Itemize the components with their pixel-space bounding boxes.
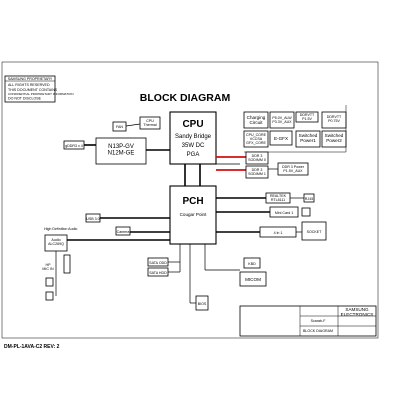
company-info-line-1: ALL RIGHTS RESERVED (8, 83, 50, 87)
cpu-line-3: PGA (187, 152, 200, 158)
company-info-title: SAMSUNG PROPRIETARY (8, 77, 53, 81)
usb3-label: USB 3.0 (86, 217, 99, 221)
minicard-label: Mini Card 1 (275, 211, 293, 215)
hd-audio-label: High Definition Audio (44, 227, 77, 231)
company-info-box: SAMSUNG PROPRIETARY ALL RIGHTS RESERVED … (4, 75, 74, 103)
lpc-section: MICOM KBD BIOS (189, 244, 267, 311)
sata-hdd-label: SATA HDD (149, 271, 167, 275)
company-info-line-2: THIS DOCUMENT CONTAINS (8, 88, 58, 92)
fan-label: FAN (116, 125, 123, 129)
pch-title: PCH (182, 196, 203, 207)
micom-label: MICOM (245, 277, 261, 282)
cpu-block: CPU Sandy Bridge 35W DC PGA (169, 111, 217, 165)
company-info-line-4: DO NOT DISCLOSE (8, 97, 42, 101)
four-in-one-label: 4 in 1 (274, 231, 283, 235)
cpu-title: CPU (182, 119, 203, 130)
kbd-label: KBD (248, 262, 256, 266)
camera-label: Camera (117, 230, 130, 234)
diagram-title: BLOCK DIAGRAM (140, 92, 231, 104)
sheet-name-label: BLOCK DIAGRAM (303, 329, 333, 333)
bios-label: BIOS (198, 302, 207, 306)
egfx-power-label: E-GFX (274, 136, 288, 141)
sheet-border (1, 61, 379, 339)
cpu-line-1: Sandy Bridge (175, 134, 212, 140)
company-info-line-3: CONFIDENTIAL PROPRIETARY INFORMATION (8, 92, 74, 96)
pch-subtitle: Cougar Point (180, 212, 208, 217)
cpu-line-2: 35W DC (182, 143, 205, 149)
footer-revision: DM-PL-1AVA-C2 REV: 2 (4, 344, 60, 350)
pch-block: PCH Cougar Point (169, 185, 217, 245)
left-io-section: USB 3.0 Camera High Definition Audio Aud… (42, 213, 170, 301)
gddr3-label: gDDR3 x 4 (65, 144, 83, 148)
sata-section: SATA ODD SATA HDD (147, 244, 181, 277)
rj45-label: RJ45 (305, 197, 313, 201)
model-label: Scarab-F (311, 319, 327, 323)
socket-label: SOCKET (307, 230, 323, 234)
sata-odd-label: SATA ODD (149, 261, 167, 265)
